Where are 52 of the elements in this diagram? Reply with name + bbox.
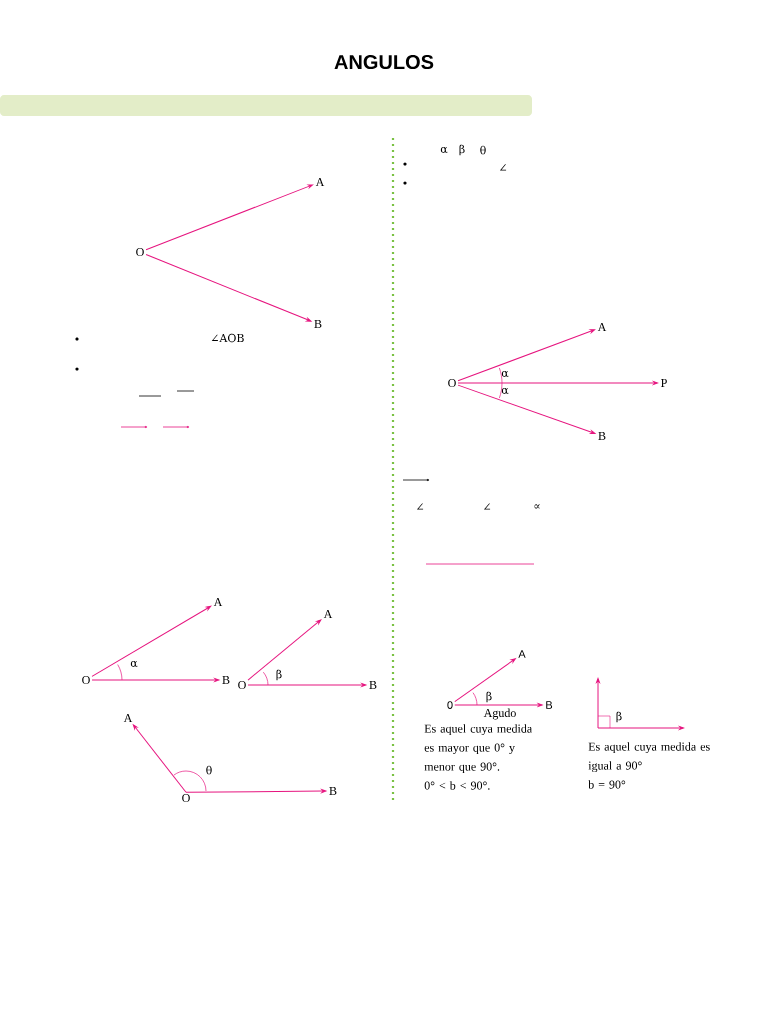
label-text: ∠ [416,503,424,510]
ray [91,605,212,677]
label-text: ∝ [534,504,540,509]
ray [185,789,327,793]
point-label: A [518,650,526,658]
ray [454,658,516,703]
point-label: P [661,379,667,387]
label-text: θ [206,765,212,775]
point-label: A [213,598,223,606]
label-text: α [501,370,509,377]
ray [457,329,596,382]
label-text: α [501,387,509,394]
point-label: B [222,676,230,684]
point-label: O [182,793,190,803]
point-label: O [238,680,246,690]
label-text: β [616,711,622,723]
ray [457,381,658,385]
point-label: B [314,320,322,328]
ray [145,253,312,322]
point-label: B [369,681,377,689]
ray [145,184,314,251]
point-label: A [315,178,325,186]
ray [457,384,596,435]
point-label: O [82,675,90,685]
label-text: α [130,660,138,667]
label-text: β [486,691,492,703]
ray [132,724,187,793]
ray [247,619,322,681]
point-label: A [323,610,333,618]
point-label: B [546,701,553,709]
label-text: Agudo [483,708,516,720]
point-label: A [123,714,133,722]
label-text: ∠ [483,503,491,510]
label-text: b = 90° [588,780,626,789]
ray [91,678,220,682]
label-text: α [440,146,448,153]
label-text: 0° < b < 90°. [424,781,490,790]
point-label: A [597,323,607,331]
label-text: Es aquel cuya medida es mayor que 0° y menor que 90°. [424,724,532,774]
point-label: B [598,432,606,440]
ray [454,703,543,707]
label-text: ∠ [499,164,507,171]
point-label: B [329,787,337,795]
point-label: O [448,378,456,388]
point-label: 0 [447,701,453,709]
title: ANGULOS [334,54,434,70]
label-text: β [276,669,282,681]
point-label: O [136,247,144,256]
ray [247,683,367,687]
label-text: β [459,144,465,156]
label-text: θ [480,145,486,155]
label-text: ∠AOB [211,333,244,343]
